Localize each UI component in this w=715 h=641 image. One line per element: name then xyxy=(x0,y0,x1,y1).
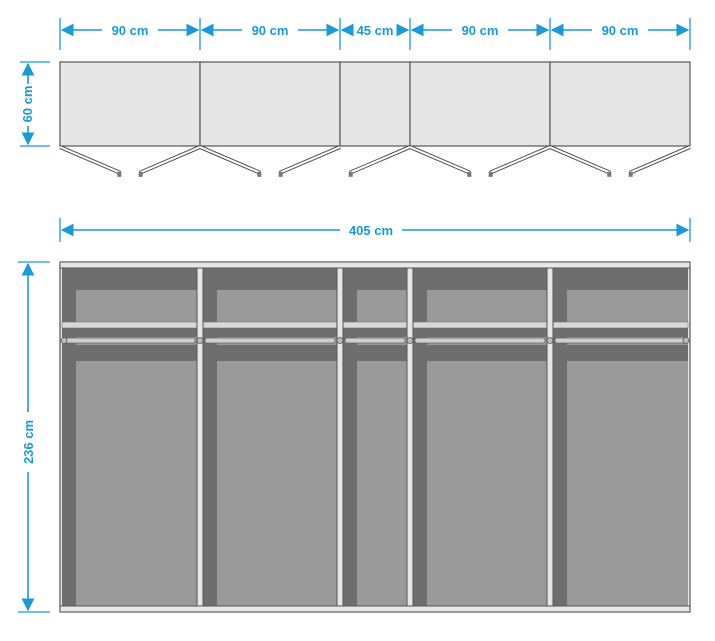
compartment-top-shadow xyxy=(343,268,407,290)
top-cabinet-section xyxy=(199,61,341,147)
top-cabinet-section xyxy=(549,61,691,147)
compartment-side-wall xyxy=(553,268,567,606)
door-leaf xyxy=(199,146,261,174)
door-leaf xyxy=(349,146,411,174)
door-handle xyxy=(257,171,262,177)
width-label: 90 cm xyxy=(462,23,499,38)
door-leaf xyxy=(279,146,341,174)
compartment-side-wall xyxy=(343,268,357,606)
shelf xyxy=(202,321,338,329)
rod-bracket xyxy=(60,337,68,344)
rod-bracket xyxy=(196,337,204,344)
top-width-dimensions: 90 cm 90 cm 45 cm 90 cm 90 cm xyxy=(59,18,691,50)
hanging-rod xyxy=(344,337,406,344)
door-handle xyxy=(467,171,472,177)
rod-shadow xyxy=(553,345,688,361)
compartment-top-shadow xyxy=(553,268,688,290)
vertical-divider xyxy=(406,261,414,613)
depth-dimension: 60 cm xyxy=(20,61,50,147)
shelf xyxy=(412,321,548,329)
top-panel xyxy=(59,261,691,269)
compartment-interior xyxy=(413,268,547,606)
hanging-rod xyxy=(204,337,336,344)
hanging-rod xyxy=(414,337,546,344)
rod-bracket xyxy=(682,337,690,344)
door-handle xyxy=(607,171,612,177)
height-label: 236 cm xyxy=(21,420,36,464)
compartment-interior xyxy=(62,268,197,606)
door-handle xyxy=(278,171,283,177)
shelf-shadow xyxy=(553,328,688,337)
rod-bracket xyxy=(336,337,344,344)
rod-shadow xyxy=(413,345,547,361)
shelf-shadow xyxy=(203,328,337,337)
shelf-shadow xyxy=(62,328,197,337)
top-door-swings xyxy=(59,145,691,177)
height-dimension: 236 cm xyxy=(18,261,50,613)
door-handle xyxy=(138,171,143,177)
shelf xyxy=(61,321,198,329)
door-leaf xyxy=(409,146,471,174)
compartment-side-wall xyxy=(203,268,217,606)
vertical-divider xyxy=(196,261,204,613)
compartment-interior xyxy=(553,268,688,606)
hanging-rod xyxy=(63,337,196,344)
rod-shadow xyxy=(62,345,197,361)
total-width-dimension: 405 cm xyxy=(59,218,691,242)
width-label: 45 cm xyxy=(357,23,394,38)
top-view-plan: 90 cm 90 cm 45 cm 90 cm 90 cm 60 cm xyxy=(20,18,691,177)
rod-bracket xyxy=(406,337,414,344)
door-leaf xyxy=(139,146,201,174)
compartment-side-wall xyxy=(62,268,76,606)
shelf xyxy=(342,321,408,329)
top-cabinets xyxy=(59,61,691,147)
shelf xyxy=(552,321,689,329)
door-handle xyxy=(628,171,633,177)
front-wardrobe-body xyxy=(59,261,691,613)
vertical-divider xyxy=(336,261,344,613)
width-label: 90 cm xyxy=(602,23,639,38)
vertical-divider xyxy=(546,261,554,613)
compartment-side-wall xyxy=(413,268,427,606)
width-label: 90 cm xyxy=(252,23,289,38)
door-handle xyxy=(348,171,353,177)
rod-shadow xyxy=(203,345,337,361)
door-handle xyxy=(117,171,122,177)
top-cabinet-section xyxy=(339,61,411,147)
top-cabinet-section xyxy=(409,61,551,147)
depth-label: 60 cm xyxy=(20,86,35,123)
door-leaf xyxy=(59,146,121,174)
door-leaf xyxy=(489,146,551,174)
compartment-interior xyxy=(203,268,337,606)
compartment-top-shadow xyxy=(62,268,197,290)
front-view-elevation: 405 cm 236 cm xyxy=(18,218,691,613)
hanging-rod xyxy=(554,337,687,344)
rod-shadow xyxy=(343,345,407,361)
door-handle xyxy=(488,171,493,177)
total-width-label: 405 cm xyxy=(349,223,393,238)
bottom-panel xyxy=(59,605,691,613)
door-leaf xyxy=(629,146,691,174)
top-cabinet-section xyxy=(59,61,201,147)
compartment-top-shadow xyxy=(413,268,547,290)
shelf-shadow xyxy=(413,328,547,337)
rod-bracket xyxy=(546,337,554,344)
width-label: 90 cm xyxy=(112,23,149,38)
shelf-shadow xyxy=(343,328,407,337)
compartment-top-shadow xyxy=(203,268,337,290)
door-leaf xyxy=(549,146,611,174)
